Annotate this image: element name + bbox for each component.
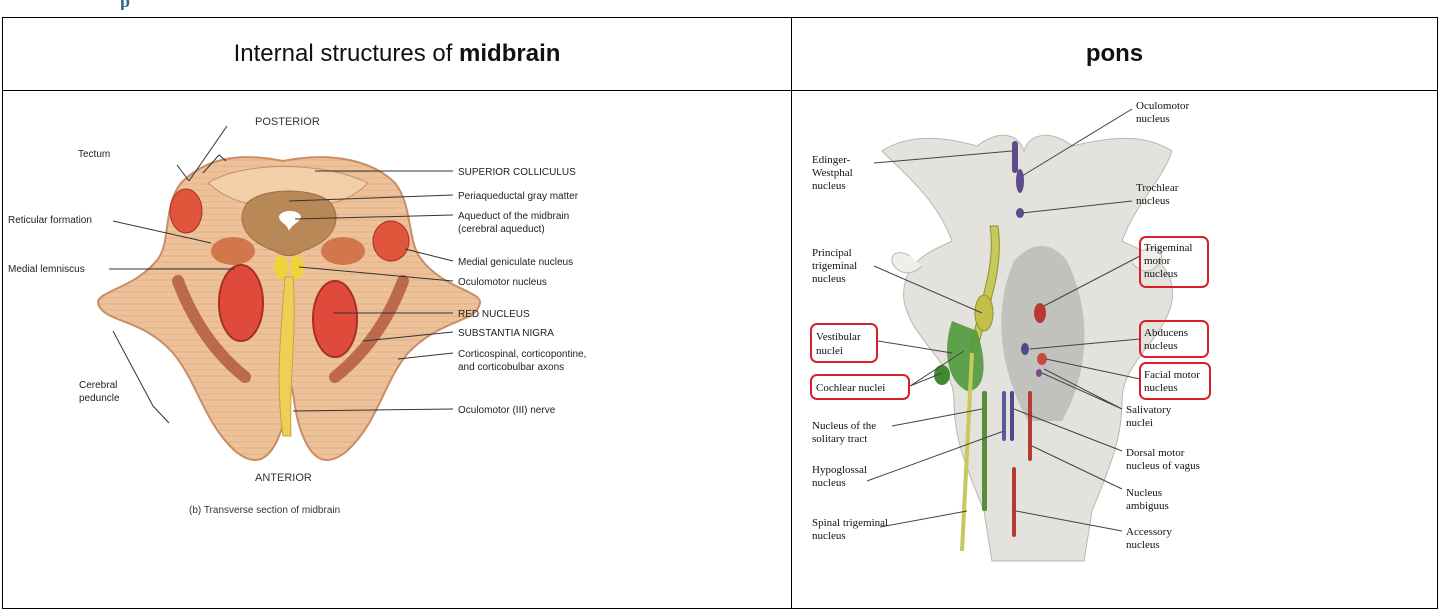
ambiguus-label-2: ambiguus [1126,500,1169,512]
oculomotor-label-1: Oculomotor [1136,100,1189,112]
red-nucleus-label: RED NUCLEUS [458,309,530,320]
dorsal-vagus-label-1: Dorsal motor [1126,447,1185,459]
medial-geniculate-right [373,221,409,261]
oculomotor-label-2: nucleus [1136,113,1170,125]
principal-label-2: trigeminal [812,260,857,272]
solitary-tract-shape [982,391,987,511]
pons-header-cell: pons [792,18,1438,91]
reticular-formation-left [211,237,255,265]
trigeminal-motor-label-2: motor [1144,255,1171,267]
salivatory-nuclei-shape [1036,369,1042,377]
facial-label-1: Facial motor [1144,369,1200,381]
accessory-label-2: nucleus [1126,539,1160,551]
hypoglossal-shape [1002,391,1006,441]
substantia-nigra-label: SUBSTANTIA NIGRA [458,328,554,339]
facial-label-2: nucleus [1144,382,1178,394]
aqueduct-label-2: (cerebral aqueduct) [458,224,545,235]
abducens-label-1: Abducens [1144,327,1188,339]
abducens-label-2: nucleus [1144,340,1178,352]
corticospinal-label-1: Corticospinal, corticopontine, [458,349,586,360]
oculomotor-nucleus-left [274,255,288,279]
figure-caption: (b) Transverse section of midbrain [189,505,340,516]
cochlear-label: Cochlear nuclei [816,382,885,394]
oculomotor-nerve-label: Oculomotor (III) nerve [458,405,556,416]
aqueduct-label-1: Aqueduct of the midbrain [458,211,569,222]
superior-colliculus-label: SUPERIOR COLLICULUS [458,167,576,178]
solitary-label-2: solitary tract [812,433,867,445]
edinger-westphal-nucleus-shape [1012,141,1018,173]
hypoglossal-label-1: Hypoglossal [812,464,867,476]
cerebral-peduncle-label-2: peduncle [79,393,120,404]
pons-figure-cell: Edinger- Westphal nucleus Principal trig… [792,91,1438,609]
trigeminal-motor-label-1: Trigeminal [1144,242,1193,254]
periaqueductal-label: Periaqueductal gray matter [458,191,579,202]
ambiguus-label-1: Nucleus [1126,487,1162,499]
medial-lemniscus-label: Medial lemniscus [8,264,85,275]
edinger-label-1: Edinger- [812,154,851,166]
ambiguus-shape [1028,391,1032,461]
reticular-formation-right [321,237,365,265]
midbrain-header-cell: Internal structures of midbrain [3,18,792,91]
facial-motor-nucleus-shape [1037,353,1047,365]
solitary-label-1: Nucleus of the [812,420,876,432]
cerebral-peduncle-label-1: Cerebral [79,380,117,391]
edinger-label-3: nucleus [812,180,846,192]
trigeminal-motor-label-3: nucleus [1144,268,1178,280]
abducens-nucleus-shape [1021,343,1029,355]
principal-label-1: Principal [812,247,852,259]
medial-geniculate-label: Medial geniculate nucleus [458,257,573,268]
trochlear-label-1: Trochlear [1136,182,1179,194]
trochlear-label-2: nucleus [1136,195,1170,207]
principal-label-3: nucleus [812,273,846,285]
salivatory-label-2: nuclei [1126,417,1153,429]
tectum-label: Tectum [78,149,110,160]
accessory-shape [1012,467,1016,537]
hypoglossal-label-2: nucleus [812,477,846,489]
corticospinal-label-2: and corticobulbar axons [458,362,564,373]
dorsal-vagus-shape [1010,391,1014,441]
midbrain-header-bold: midbrain [459,40,560,67]
brainstem-table: Internal structures of midbrain pons POS… [2,17,1438,609]
cranial-nerve-root-left [892,253,922,273]
edinger-label-2: Westphal [812,167,853,179]
vestibular-label-1: Vestibular [816,331,861,343]
midbrain-cross-section-figure: POSTERIOR ANTERIOR (b) Transverse sectio… [3,91,789,603]
midbrain-figure-cell: POSTERIOR ANTERIOR (b) Transverse sectio… [3,91,792,609]
midbrain-header-text: Internal structures of [234,40,459,67]
reticular-formation-label: Reticular formation [8,215,92,226]
salivatory-label-1: Salivatory [1126,404,1172,416]
cut-off-heading: p [0,0,160,10]
brainstem-nuclei-figure: Edinger- Westphal nucleus Principal trig… [792,91,1438,603]
oculomotor-nucleus-label: Oculomotor nucleus [458,277,547,288]
principal-trigeminal-nucleus-shape [975,295,993,331]
oculomotor-nucleus-shape [1016,169,1024,193]
spinal-trig-label-1: Spinal trigeminal [812,517,888,529]
dorsal-vagus-label-2: nucleus of vagus [1126,460,1200,472]
posterior-label: POSTERIOR [255,116,320,128]
red-nucleus-left [219,265,263,341]
anterior-label: ANTERIOR [255,472,312,484]
vestibular-label-2: nuclei [816,345,843,357]
accessory-label-1: Accessory [1126,526,1172,538]
pons-header-bold: pons [1086,40,1143,67]
medial-geniculate-left [170,189,202,233]
spinal-trig-label-2: nucleus [812,530,846,542]
red-nucleus-right [313,281,357,357]
